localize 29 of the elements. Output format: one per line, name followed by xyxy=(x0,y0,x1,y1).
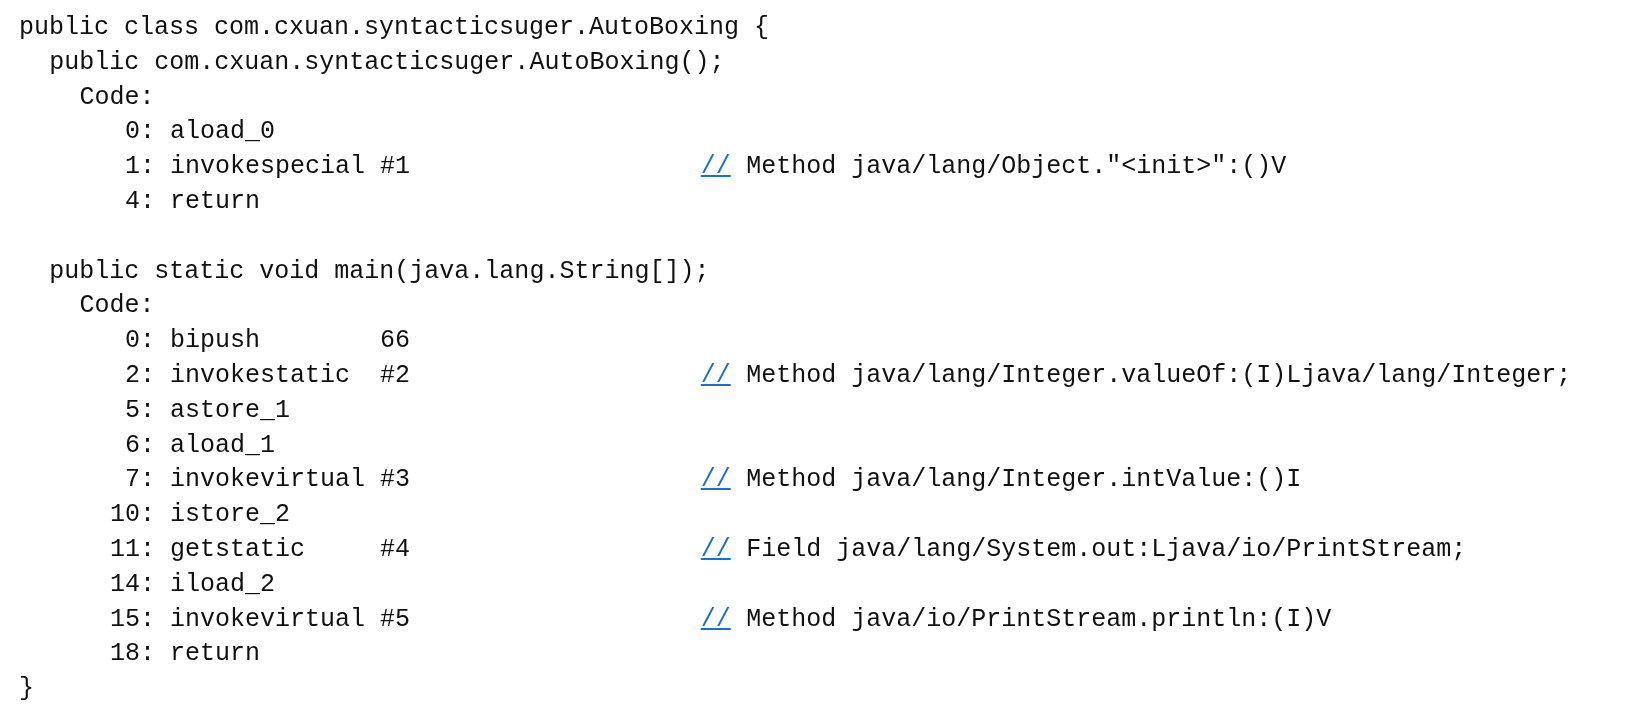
code-line: 1: invokespecial #1 xyxy=(125,151,411,184)
code-comment: Method java/lang/Integer.valueOf:(I)Ljava/lang/Integer; xyxy=(746,360,1572,392)
code-line: 10: istore_2 xyxy=(109,499,290,532)
code-line: 4: return xyxy=(125,186,261,218)
code-comment: Field java/lang/System.out:Ljava/io/PrintStream; xyxy=(746,534,1467,566)
code-line: public static void main(java.lang.String[]); xyxy=(49,255,710,288)
code-line: 15: invokevirtual #5 xyxy=(109,603,410,636)
code-line: 0: bipush 66 xyxy=(125,325,411,358)
code-line: 6: aload_1 xyxy=(125,429,276,462)
code-line: public class com.cxuan.syntacticsuger.AutoBoxing { xyxy=(19,12,770,44)
code-line: Code: xyxy=(79,81,155,114)
code-line: 2: invokestatic #2 xyxy=(125,360,411,392)
code-line: } xyxy=(19,673,34,706)
comment-link: // xyxy=(700,464,731,497)
code-comment: Method java/lang/Integer.intValue:()I xyxy=(746,464,1302,497)
code-line: 18: return xyxy=(109,638,260,671)
comment-link: // xyxy=(700,534,731,566)
code-line: 5: astore_1 xyxy=(125,394,291,427)
code-line: 7: invokevirtual #3 xyxy=(125,464,411,497)
code-line: Code: xyxy=(79,290,155,323)
code-comment: Method java/io/PrintStream.println:(I)V xyxy=(746,603,1332,636)
code-line: 0: aload_0 xyxy=(125,116,276,149)
comment-link: // xyxy=(700,603,731,636)
code-comment: Method java/lang/Object."<init>":()V xyxy=(746,151,1287,184)
code-line: 11: getstatic #4 xyxy=(109,534,410,566)
code-line: public com.cxuan.syntacticsuger.AutoBoxing(); xyxy=(49,46,725,79)
comment-link: // xyxy=(700,151,731,184)
code-line: 14: iload_2 xyxy=(109,568,275,601)
comment-link: // xyxy=(700,360,731,392)
